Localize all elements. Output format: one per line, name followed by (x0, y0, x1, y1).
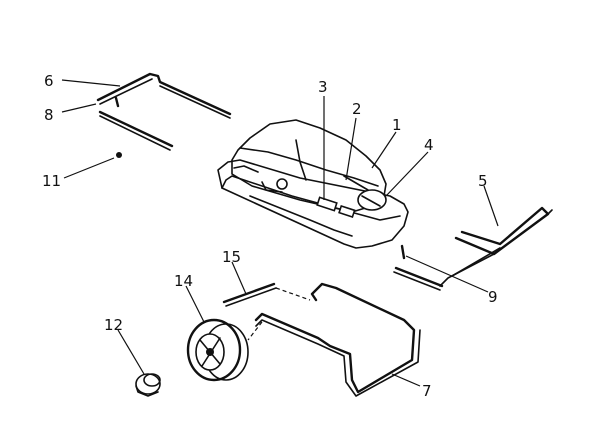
callout-7: 7 (422, 382, 432, 400)
callout-5: 5 (478, 172, 488, 190)
callout-4: 4 (424, 136, 434, 154)
callout-1: 1 (392, 116, 402, 134)
callout-9: 9 (488, 288, 498, 306)
part-8-bracket (98, 96, 174, 151)
callout-12: 12 (104, 316, 123, 334)
heater-body (217, 119, 409, 249)
part-15-axle (222, 282, 311, 307)
callout-11: 11 (42, 172, 61, 190)
callout-14: 14 (174, 272, 193, 290)
part-11-screw (116, 152, 122, 158)
part-12-cap (135, 373, 161, 397)
leader-lines (61, 79, 499, 387)
part-14-wheel (186, 318, 249, 382)
callout-2: 2 (352, 100, 362, 118)
part-9-bracket (393, 244, 444, 291)
part-6-handle (96, 72, 232, 119)
callout-3: 3 (318, 78, 328, 96)
part-7-wheel-frame (247, 282, 421, 397)
part-5-rear-handle (439, 206, 553, 287)
callout-6: 6 (44, 72, 54, 90)
callout-8: 8 (44, 106, 54, 124)
callout-15: 15 (222, 248, 241, 266)
